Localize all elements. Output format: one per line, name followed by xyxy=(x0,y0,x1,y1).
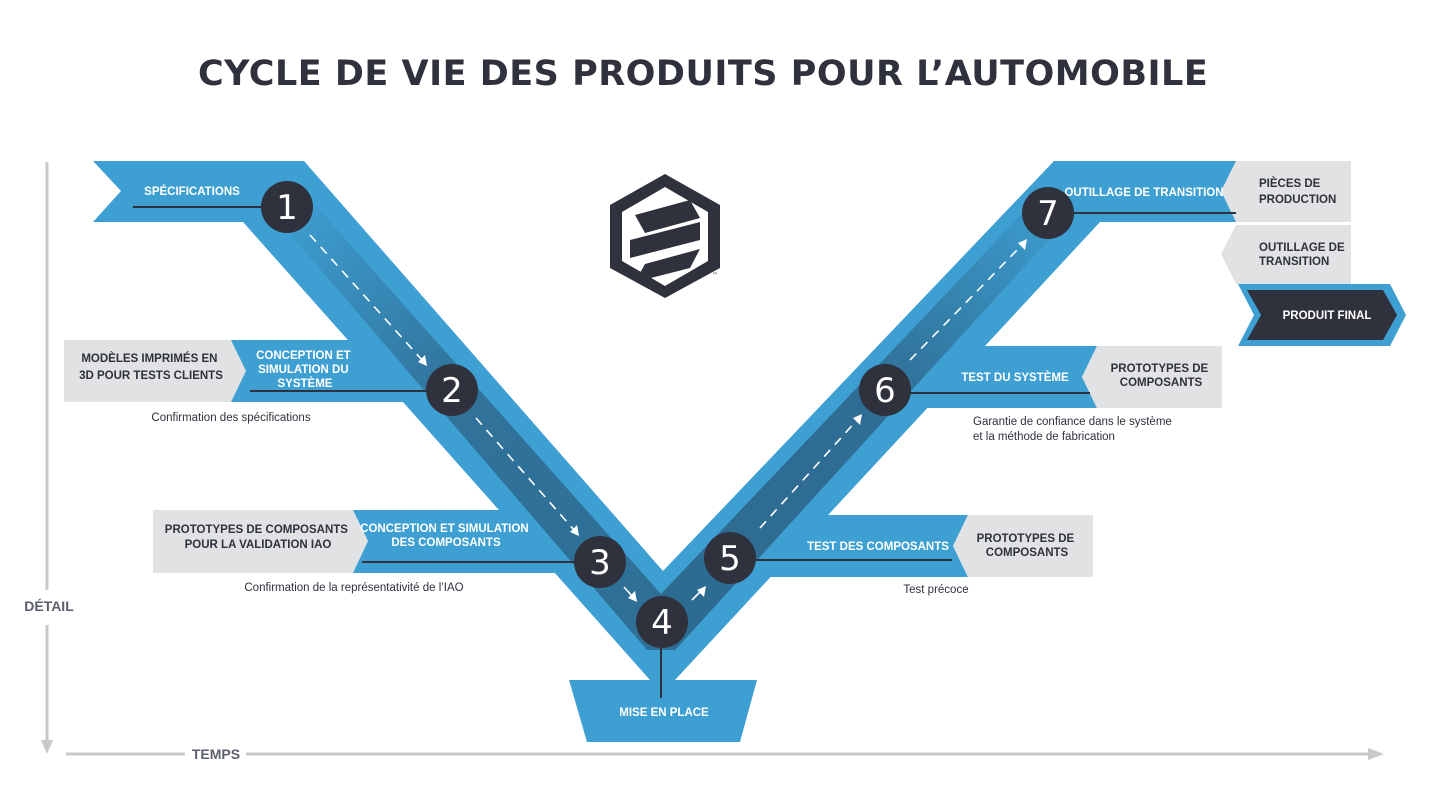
step-4-box: MISE EN PLACE xyxy=(569,680,757,742)
step-5-side-line-2: COMPOSANTS xyxy=(986,547,1069,559)
dashed-path xyxy=(309,234,1023,531)
step-7-side-1-line-2: PRODUCTION xyxy=(1259,194,1336,206)
arrow-icon xyxy=(697,586,706,597)
step-6-side-line-1: PROTOTYPES DE xyxy=(1111,363,1209,375)
arrow-icon xyxy=(853,414,862,425)
step-2-side-label: MODÈLES IMPRIMÉS EN 3D POUR TESTS CLIENT… xyxy=(79,352,223,382)
arrowheads xyxy=(418,239,1027,536)
right-arrow-icon xyxy=(1368,748,1384,760)
step-5-circle: 5 xyxy=(704,532,756,584)
step-7-label: OUTILLAGE DE TRANSITION xyxy=(1064,187,1223,199)
step-1-number: 1 xyxy=(276,188,298,228)
horizontal-axis: TEMPS xyxy=(66,746,1384,762)
step-7-circle: 7 xyxy=(1022,187,1074,239)
step-7-number: 7 xyxy=(1037,194,1059,234)
arrow-icon xyxy=(628,591,637,602)
axis-label-time: TEMPS xyxy=(192,746,240,762)
step-2-note: Confirmation des spécifications xyxy=(151,412,310,424)
step-3-label-line-2: DES COMPOSANTS xyxy=(391,537,501,549)
step-5-side-line-1: PROTOTYPES DE xyxy=(977,533,1075,545)
step-2-side: MODÈLES IMPRIMÉS EN 3D POUR TESTS CLIENT… xyxy=(64,340,405,424)
step-7-side: OUTILLAGE DE TRANSITION PIÈCES DE PRODUC… xyxy=(1064,161,1351,284)
step-2-label-line-3: SYSTÈME xyxy=(278,377,333,390)
step-5-number: 5 xyxy=(719,539,741,579)
step-7-side-1-line-1: PIÈCES DE xyxy=(1259,177,1321,190)
step-4-number: 4 xyxy=(651,603,673,643)
step-6-note-line-1: Garantie de confiance dans le système xyxy=(973,416,1172,428)
step-3-note: Confirmation de la représentativité de l… xyxy=(244,582,463,594)
step-3-label: CONCEPTION ET SIMULATION DES COMPOSANTS xyxy=(360,523,532,549)
step-1-label: SPÉCIFICATIONS xyxy=(144,185,240,198)
final-product-box: PRODUIT FINAL xyxy=(1238,284,1406,346)
arrow-icon xyxy=(570,525,579,536)
step-6-side: TEST DU SYSTÈME PROTOTYPES DE COMPOSANTS… xyxy=(915,346,1222,443)
step-3-label-line-1: CONCEPTION ET SIMULATION xyxy=(360,523,528,535)
step-7-side-2-line-1: OUTILLAGE DE xyxy=(1259,242,1345,254)
step-7-side-label-2: OUTILLAGE DE TRANSITION xyxy=(1259,242,1348,268)
arrow-icon xyxy=(1018,239,1027,250)
step-4-circle: 4 xyxy=(636,596,688,648)
step-3-side: PROTOTYPES DE COMPOSANTS POUR LA VALIDAT… xyxy=(153,510,578,594)
vertical-axis: DÉTAIL xyxy=(24,162,74,754)
step-6-note-line-2: et la méthode de fabrication xyxy=(973,431,1115,443)
step-6-circle: 6 xyxy=(859,364,911,416)
step-5-label: TEST DES COMPOSANTS xyxy=(807,541,949,553)
step-3-number: 3 xyxy=(589,543,611,583)
v-shape xyxy=(93,161,1236,680)
step-6-side-label: PROTOTYPES DE COMPOSANTS xyxy=(1111,363,1212,389)
axis-label-detail: DÉTAIL xyxy=(24,598,74,614)
final-product-label: PRODUIT FINAL xyxy=(1283,310,1372,322)
step-3-side-label: PROTOTYPES DE COMPOSANTS POUR LA VALIDAT… xyxy=(165,524,351,551)
step-7-side-label-1: PIÈCES DE PRODUCTION xyxy=(1259,177,1336,206)
connector-lines xyxy=(133,206,1236,698)
step-6-note: Garantie de confiance dans le système et… xyxy=(973,416,1175,443)
step-3-circle: 3 xyxy=(574,536,626,588)
page-title: CYCLE DE VIE DES PRODUITS POUR L’AUTOMOB… xyxy=(198,54,1208,94)
step-4-label: MISE EN PLACE xyxy=(619,707,709,719)
step-3-side-line-2: POUR LA VALIDATION IAO xyxy=(185,539,332,551)
step-2-number: 2 xyxy=(441,371,463,411)
step-6-label: TEST DU SYSTÈME xyxy=(961,371,1069,384)
step-5-side: TEST DES COMPOSANTS PROTOTYPES DE COMPOS… xyxy=(755,515,1093,596)
step-2-side-line-1: MODÈLES IMPRIMÉS EN xyxy=(81,352,217,365)
hexagon-logo-icon: ™ xyxy=(610,174,720,298)
down-arrow-icon xyxy=(41,740,53,754)
arrow-icon xyxy=(418,355,427,366)
step-3-side-line-1: PROTOTYPES DE COMPOSANTS xyxy=(165,524,349,536)
step-2-side-line-2: 3D POUR TESTS CLIENTS xyxy=(79,370,223,382)
step-2-label-line-2: SIMULATION DU xyxy=(258,364,349,376)
step-2-circle: 2 xyxy=(426,364,478,416)
step-6-side-line-2: COMPOSANTS xyxy=(1120,377,1203,389)
step-1-circle: 1 xyxy=(261,181,313,233)
step-7-side-2-line-2: TRANSITION xyxy=(1259,256,1329,268)
trademark-mark: ™ xyxy=(712,272,718,279)
step-2-label-line-1: CONCEPTION ET xyxy=(256,350,351,362)
step-5-note: Test précoce xyxy=(903,584,968,596)
step-5-side-label: PROTOTYPES DE COMPOSANTS xyxy=(977,533,1078,559)
step-circles: 1 2 3 4 5 6 7 xyxy=(261,181,1074,648)
step-6-number: 6 xyxy=(874,371,896,411)
step-2-label: CONCEPTION ET SIMULATION DU SYSTÈME xyxy=(256,350,354,390)
